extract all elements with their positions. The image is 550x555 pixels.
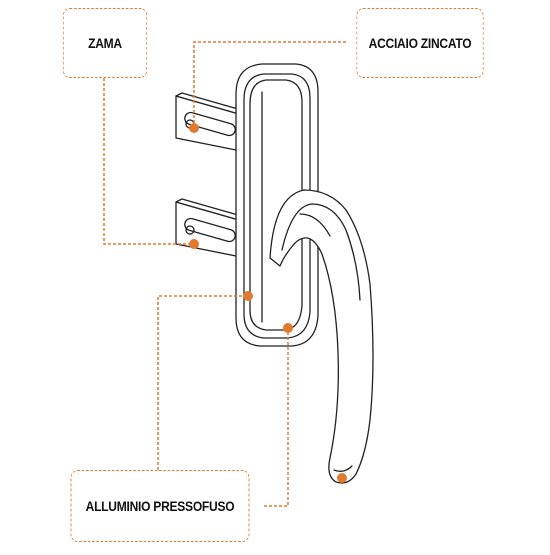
marker-alluminio-lever (283, 323, 293, 333)
leader-zama (103, 78, 194, 245)
label-alluminio: ALLUMINIO PRESSOFUSO (70, 470, 250, 542)
label-zama: ZAMA (62, 8, 148, 78)
label-zama-text: ZAMA (88, 35, 122, 51)
marker-acciaio (189, 123, 199, 133)
leader-acciaio (193, 41, 346, 128)
leader-dots (189, 123, 347, 483)
marker-zama (189, 239, 199, 249)
leader-alluminio-base (157, 295, 248, 470)
marker-alluminio-base (243, 291, 253, 301)
label-alluminio-text: ALLUMINIO PRESSOFUSO (85, 498, 235, 514)
marker-alluminio-tip (337, 473, 347, 483)
handle-lever (269, 189, 374, 484)
leader-lines (103, 41, 346, 507)
label-acciaio-text: ACCIAIO ZINCATO (368, 35, 472, 51)
handle-base (235, 63, 319, 347)
leader-alluminio-lever (264, 330, 289, 507)
label-acciaio: ACCIAIO ZINCATO (356, 8, 484, 78)
